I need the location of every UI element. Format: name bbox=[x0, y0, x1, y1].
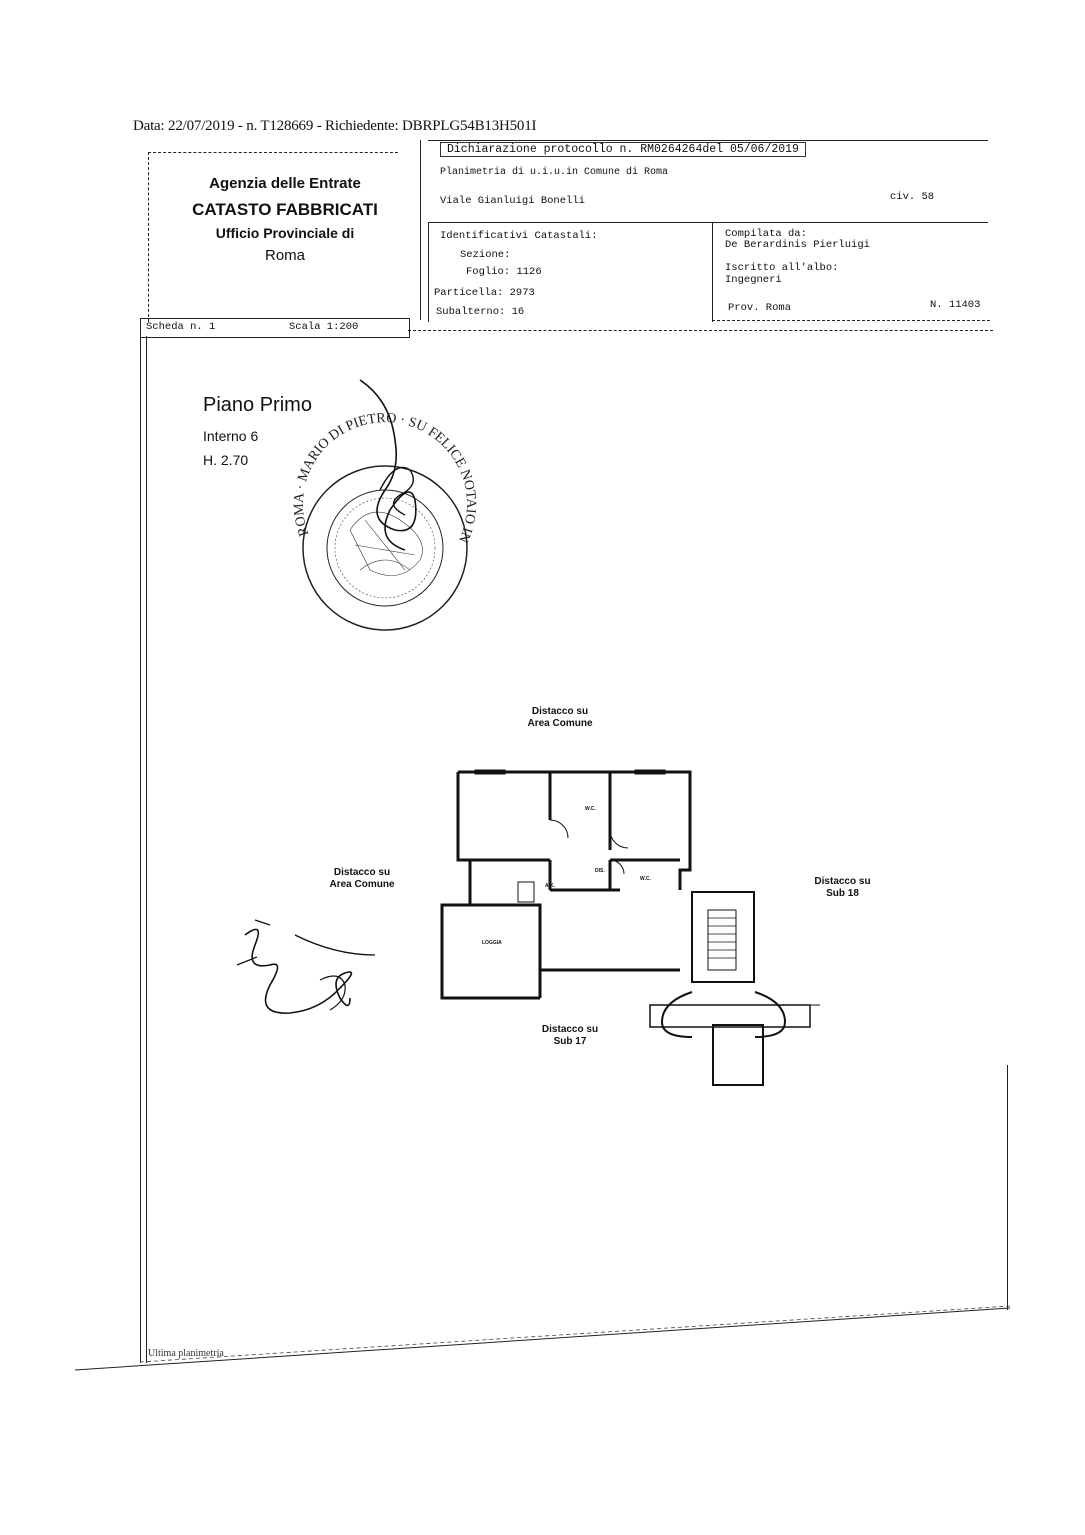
identifiers-left-line bbox=[428, 222, 429, 322]
plan-label-top-line1: Distacco su bbox=[531, 706, 589, 717]
compiler-title: Compilata da: bbox=[725, 228, 807, 240]
plan-label-top: Distacco su Area Comune bbox=[525, 706, 595, 730]
sheet-box: Scheda n. 1 Scala 1:200 bbox=[140, 318, 410, 338]
compiler-province: Prov. Roma bbox=[728, 302, 792, 314]
plan-label-top-line2: Area Comune bbox=[527, 718, 593, 729]
footer-partial-text: Ultima planimetria bbox=[148, 1348, 224, 1359]
subalterno-value: 16 bbox=[511, 306, 525, 318]
agency-name: Agenzia delle Entrate bbox=[209, 175, 361, 192]
compiler-name: De Berardinis Pierluigi bbox=[725, 239, 870, 251]
foglio-row: Foglio: 1126 bbox=[466, 266, 542, 278]
form-border-left bbox=[148, 152, 149, 322]
civic-number: civ. 58 bbox=[890, 191, 935, 203]
address: Viale Gianluigi Bonelli bbox=[440, 195, 585, 207]
declaration-top-line bbox=[428, 140, 988, 141]
identifiers-title: Identificativi Catastali: bbox=[440, 230, 598, 242]
compiler-bottom-line bbox=[712, 320, 990, 321]
room-label-kitchen: A.K. bbox=[545, 883, 555, 889]
particella-label: Particella: bbox=[434, 287, 504, 299]
subalterno-row: Subalterno: 16 bbox=[436, 306, 524, 318]
plan-label-bottom-line1: Distacco su bbox=[541, 1024, 599, 1035]
frame-right-edge bbox=[1007, 1065, 1008, 1310]
sezione-label: Sezione: bbox=[460, 249, 511, 261]
office-name: Ufficio Provinciale di bbox=[215, 225, 355, 241]
particella-value: 2973 bbox=[509, 287, 535, 299]
plan-label-left-line2: Area Comune bbox=[329, 879, 395, 890]
scheda-number: Scheda n. 1 bbox=[146, 321, 216, 333]
albo-label: Iscritto all'albo: bbox=[725, 262, 839, 274]
form-border-top-left bbox=[148, 152, 398, 153]
office-city: Roma bbox=[264, 247, 305, 264]
plan-label-left-line1: Distacco su bbox=[333, 867, 391, 878]
plan-label-bottom: Distacco su Sub 17 bbox=[535, 1024, 605, 1048]
plan-label-right-line1: Distacco su bbox=[814, 876, 871, 887]
floor-height: H. 2.70 bbox=[203, 452, 249, 468]
subalterno-label: Subalterno: bbox=[436, 306, 506, 318]
scale: Scala 1:200 bbox=[289, 321, 359, 333]
compiler-number: N. 11403 bbox=[930, 299, 981, 311]
notary-stamp: ROMA · MARIO DI PIETRO · SU FELICE NOTAI… bbox=[292, 379, 478, 631]
room-label-loggia: LOGGIA bbox=[482, 940, 502, 946]
particella-row: Particella: 2973 bbox=[434, 287, 535, 299]
albo-value: Ingegneri bbox=[725, 274, 782, 286]
plan-label-right: Distacco su Sub 18 bbox=[805, 876, 880, 900]
floor-title: Piano Primo bbox=[203, 394, 312, 416]
plan-label-bottom-line2: Sub 17 bbox=[553, 1036, 587, 1047]
form-divider-main bbox=[420, 140, 421, 320]
plan-label-left: Distacco su Area Comune bbox=[322, 867, 402, 891]
foglio-label: Foglio: bbox=[466, 266, 511, 278]
declaration-mid-line bbox=[428, 222, 988, 223]
room-label-wc1: W.C. bbox=[585, 806, 596, 812]
identifiers-right-line bbox=[712, 222, 713, 322]
registry-name: CATASTO FABBRICATI bbox=[192, 200, 378, 219]
sheet-top-line bbox=[408, 330, 993, 331]
plan-title: Planimetria di u.i.u.in Comune di Roma bbox=[440, 167, 669, 178]
room-label-dis: DIS. bbox=[595, 868, 605, 874]
foglio-value: 1126 bbox=[516, 266, 542, 278]
request-line: Data: 22/07/2019 - n. T128669 - Richiede… bbox=[133, 118, 537, 134]
signature-stroke bbox=[359, 379, 417, 551]
signature-left bbox=[236, 919, 376, 1014]
protocol-box: Dichiarazione protocollo n. RM0264264del… bbox=[440, 142, 806, 157]
frame-left-outer bbox=[140, 318, 141, 1363]
floor-plan bbox=[440, 769, 820, 1086]
floor-interno: Interno 6 bbox=[203, 428, 259, 444]
protocol-text: Dichiarazione protocollo n. RM0264264del… bbox=[447, 143, 799, 156]
plan-label-right-line2: Sub 18 bbox=[826, 888, 859, 899]
frame-left-inner bbox=[146, 336, 147, 1363]
room-label-wc2: W.C. bbox=[640, 876, 651, 882]
